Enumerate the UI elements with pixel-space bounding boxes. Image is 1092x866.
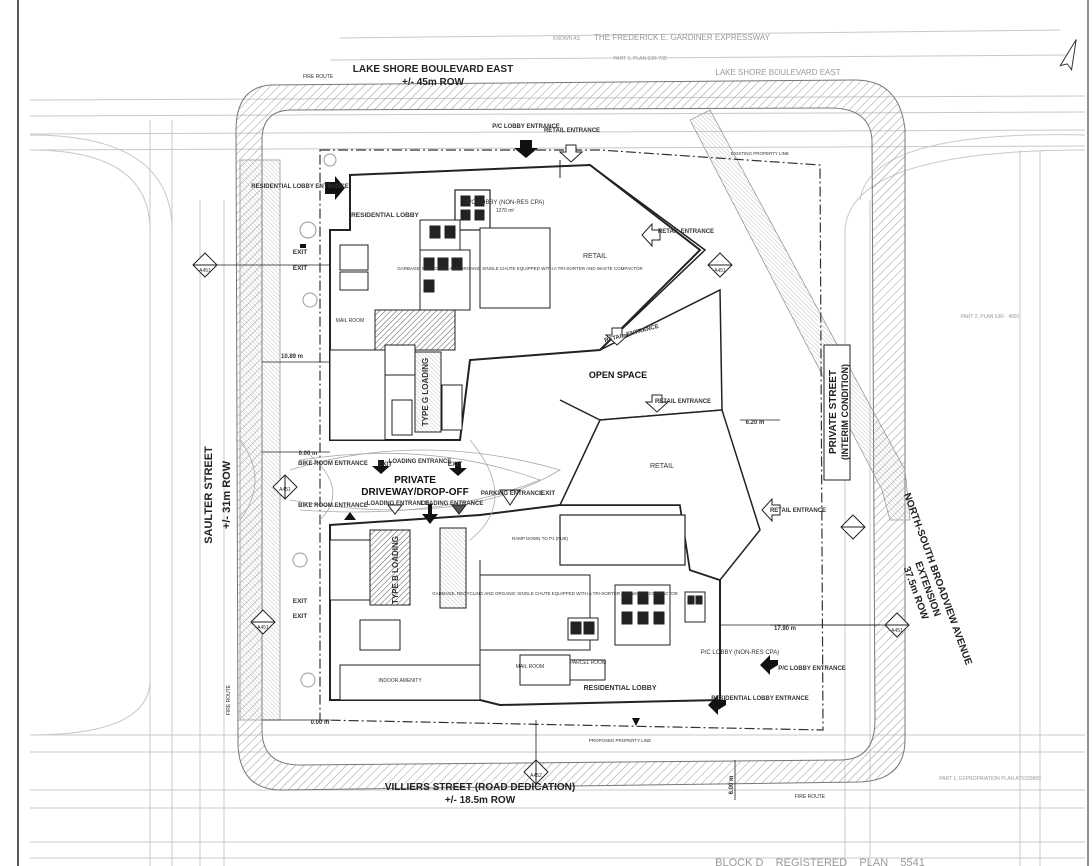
dim-east-low: 17.90 m [774,626,796,632]
part-1-plan-label: PART 1, PLAN 63R-735 [613,56,667,62]
residential-lobby-s: RESIDENTIAL LOBBY [584,685,657,692]
retail-entrance-c: RETAIL ENTRANCE [655,399,711,405]
private-street-label: PRIVATE STREET [828,370,839,454]
saulter-row-label: +/- 31m ROW [221,460,233,529]
lakeshore-right-label: LAKE SHORE BOULEVARD EAST [715,68,840,77]
exit-c1: EXIT [378,461,392,468]
section-marker-label: A451 [257,625,269,631]
block-d-label: BLOCK D REGISTERED PLAN 5541 [715,857,925,866]
pic-lobby-non-res-n: P/C LOBBY (NON-RES CPA) [466,200,544,206]
retail-entrance-n1: RETAIL ENTRANCE [544,128,600,134]
loading-entrance-n: LOADING ENTRANCE [389,459,452,465]
section-marker [840,514,866,540]
private-dropoff-2: DRIVEWAY/DROP-OFF [361,487,468,498]
fire-route-label-bottom: FIRE ROUTE [795,794,826,800]
section-marker-label: A451 [714,268,726,274]
pic-lobby-area-n: 1270 m² [496,208,515,214]
existing-property-line-n: EXISTING PROPERTY LINE [731,151,789,156]
expressway-known-as: KNOWN AS [553,36,581,42]
street-grid [29,29,1086,866]
section-marker: A451 [707,252,733,278]
loading-entrance-s1: LOADING ENTRANCE [367,501,430,507]
saulter-street-label: SAULTER STREET [203,446,215,544]
loading-entrance-s2: LOADING ENTRANCE [421,501,484,507]
garbage-text-n: GARBAGE, RECYCLING AND ORGANIC SINGLE CH… [397,266,643,271]
broadview-labels: NORTH-SOUTH BROADVIEW AVENUE EXTENSION 3… [901,492,974,667]
indoor-amenity-label: INDOOR AMENITY [378,678,422,684]
expressway-label: THE FREDERICK E. GARDINER EXPRESSWAY [594,33,771,42]
exit-c3: EXIT [541,490,555,497]
dim-south: 6.00 m [729,776,735,795]
garbage-text-s: GARBAGE, RECYCLING AND ORGANIC SINGLE CH… [432,591,678,596]
north-arrow-icon [1059,39,1077,71]
section-marker-label: A451 [279,487,291,493]
pic-lobby-entrance-n: P/C LOBBY ENTRANCE [492,124,560,130]
lakeshore-row-label: +/- 45m ROW [402,77,465,88]
dim-west-mid: 0.00 m [299,451,318,457]
exit-s2: EXIT [293,613,307,620]
part-1-expropriation-label: PART 1, EXPROPRIATION PLAN AT5330889 [939,776,1041,782]
private-street-label-box: PRIVATE STREET (INTERIM CONDITION) [823,344,851,481]
exit-n1: EXIT [293,249,307,256]
exit-n2: EXIT [293,265,307,272]
outline-arrows [386,144,781,523]
bike-room-entrance-s: BIKE ROOM ENTRANCE [298,503,368,509]
section-marker: A452 [523,720,549,785]
section-marker-label: A451 [199,268,211,274]
exit-s1: EXIT [293,598,307,605]
south-building [329,409,761,707]
section-marker: A451 [250,609,276,635]
section-marker: A451 [272,474,298,500]
residential-lobby-label: RESIDENTIAL LOBBY [351,212,419,219]
fire-route-ring [235,79,911,791]
site-boundary [319,149,824,731]
exit-c2: EXIT [448,461,462,468]
bike-room-entrance-n: BIKE ROOM ENTRANCE [298,461,368,467]
parking-entrance: PARKING ENTRANCE [481,491,543,497]
mail-room-s: MAIL ROOM [516,664,544,670]
residential-lobby-entrance-s: RESIDENTIAL LOBBY ENTRANCE [711,696,808,702]
retail-label-s: RETAIL [650,463,674,470]
fire-route-label-top: FIRE ROUTE [303,74,334,80]
ramp-down-label: RAMP DOWN TO P1 (PUB) [512,536,569,541]
west-landscape [239,153,337,721]
mail-room-n: MAIL ROOM [336,318,364,324]
pic-lobby-non-res-s: P/C LOBBY (NON-RES CPA) [701,650,779,656]
residential-lobby-entrance-n: RESIDENTIAL LOBBY ENTRANCE [251,184,348,190]
section-marker-label: A451 [891,628,903,634]
pic-lobby-entrance-s: P/C LOBBY ENTRANCE [778,666,846,672]
section-marker: A451 [192,252,330,278]
dimension-lines [262,361,880,800]
villiers-street-label: VILLIERS STREET (ROAD DEDICATION) [385,782,575,793]
villiers-row-label: +/- 18.5m ROW [445,795,516,806]
type-g-loading-n: TYPE G LOADING [421,358,430,426]
retail-entrance-e: RETAIL ENTRANCE [770,508,826,514]
open-space-label: OPEN SPACE [589,370,647,380]
private-dropoff-1: PRIVATE [394,475,436,486]
retail-entrance-n2: RETAIL ENTRANCE [658,229,714,235]
north-building [329,160,702,441]
dim-east-mid: 6.20 m [746,420,765,426]
part-2-plan-label: PART 2, PLAN 63R - 4891 [961,314,1020,320]
proposed-property-line-s: PROPOSED PROPERTY LINE [589,738,652,743]
drop-off-turning-paths [239,439,561,541]
section-marker-label: A452 [530,773,542,779]
lakeshore-street-label: LAKE SHORE BOULEVARD EAST [353,64,513,75]
sheet-borders [17,0,1089,866]
entrance-arrows [300,140,778,726]
private-street-sub-label: (INTERIM CONDITION) [840,364,850,460]
retail-label-n: RETAIL [583,253,607,260]
parcel-room-s: PARCEL ROOM [570,660,606,666]
type-b-loading-s: TYPE B LOADING [391,536,400,604]
dim-west-top: 10.89 m [281,354,303,360]
dim-west-bottom: 0.00 m [311,720,330,726]
fire-route-label-left: FIRE ROUTE [226,684,232,715]
